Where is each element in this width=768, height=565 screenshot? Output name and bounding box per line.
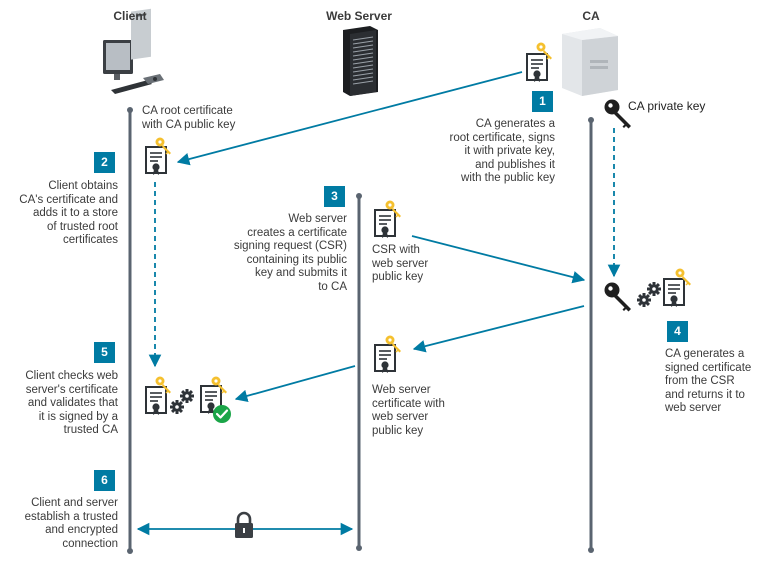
step-6-badge: 6 [94, 470, 115, 491]
step-5-badge: 5 [94, 342, 115, 363]
ca-root-certificate-icon [526, 42, 552, 83]
ca-server-icon [562, 28, 618, 96]
arrow-server-cert-to-client [234, 365, 356, 403]
ca-root-certificate-label: CA root certificate with CA public key [142, 105, 236, 131]
desktop-computer-icon [103, 8, 164, 94]
ca-column-header: CA [582, 9, 600, 23]
step-4-description: CA generates a signed certificate from t… [665, 348, 752, 415]
web-server-certificate-label: Web server certificate with web server p… [372, 384, 445, 437]
client-lifeline [127, 107, 133, 554]
ca-private-key-label: CA private key [628, 99, 706, 113]
step-4-badge: 4 [667, 321, 688, 342]
step-6-description: Client and server establish a trusted an… [24, 497, 118, 550]
signed-certificate-icon [374, 335, 401, 374]
web-server-lifeline [356, 193, 362, 551]
ca-lifeline [588, 117, 594, 553]
padlock-icon [235, 511, 253, 538]
arrow-ca-to-client [176, 71, 523, 166]
step-2-description: Client obtains CA's certificate and adds… [19, 180, 118, 247]
arrow-csr-to-ca [411, 235, 586, 284]
csr-certificate-icon [374, 200, 401, 239]
step-1-badge: 1 [532, 91, 553, 112]
arrow-signed-cert-to-server [412, 305, 585, 353]
client-root-certificate-icon [145, 137, 171, 176]
web-server-column-header: Web Server [326, 9, 392, 23]
client-validation-group [145, 376, 231, 423]
step-3-badge: 3 [324, 186, 345, 207]
csr-label: CSR with web server public key [372, 244, 429, 284]
client-column-header: Client [113, 9, 147, 23]
ca-signing-group [604, 268, 691, 312]
step-3-description: Web server creates a certificate signing… [233, 213, 347, 293]
step-2-badge: 2 [94, 152, 115, 173]
step-1-description: CA generates a root certificate, signs i… [449, 118, 555, 185]
check-icon [213, 405, 231, 423]
server-rack-icon [343, 26, 378, 96]
step-5-description: Client checks web server's certificate a… [25, 370, 118, 437]
